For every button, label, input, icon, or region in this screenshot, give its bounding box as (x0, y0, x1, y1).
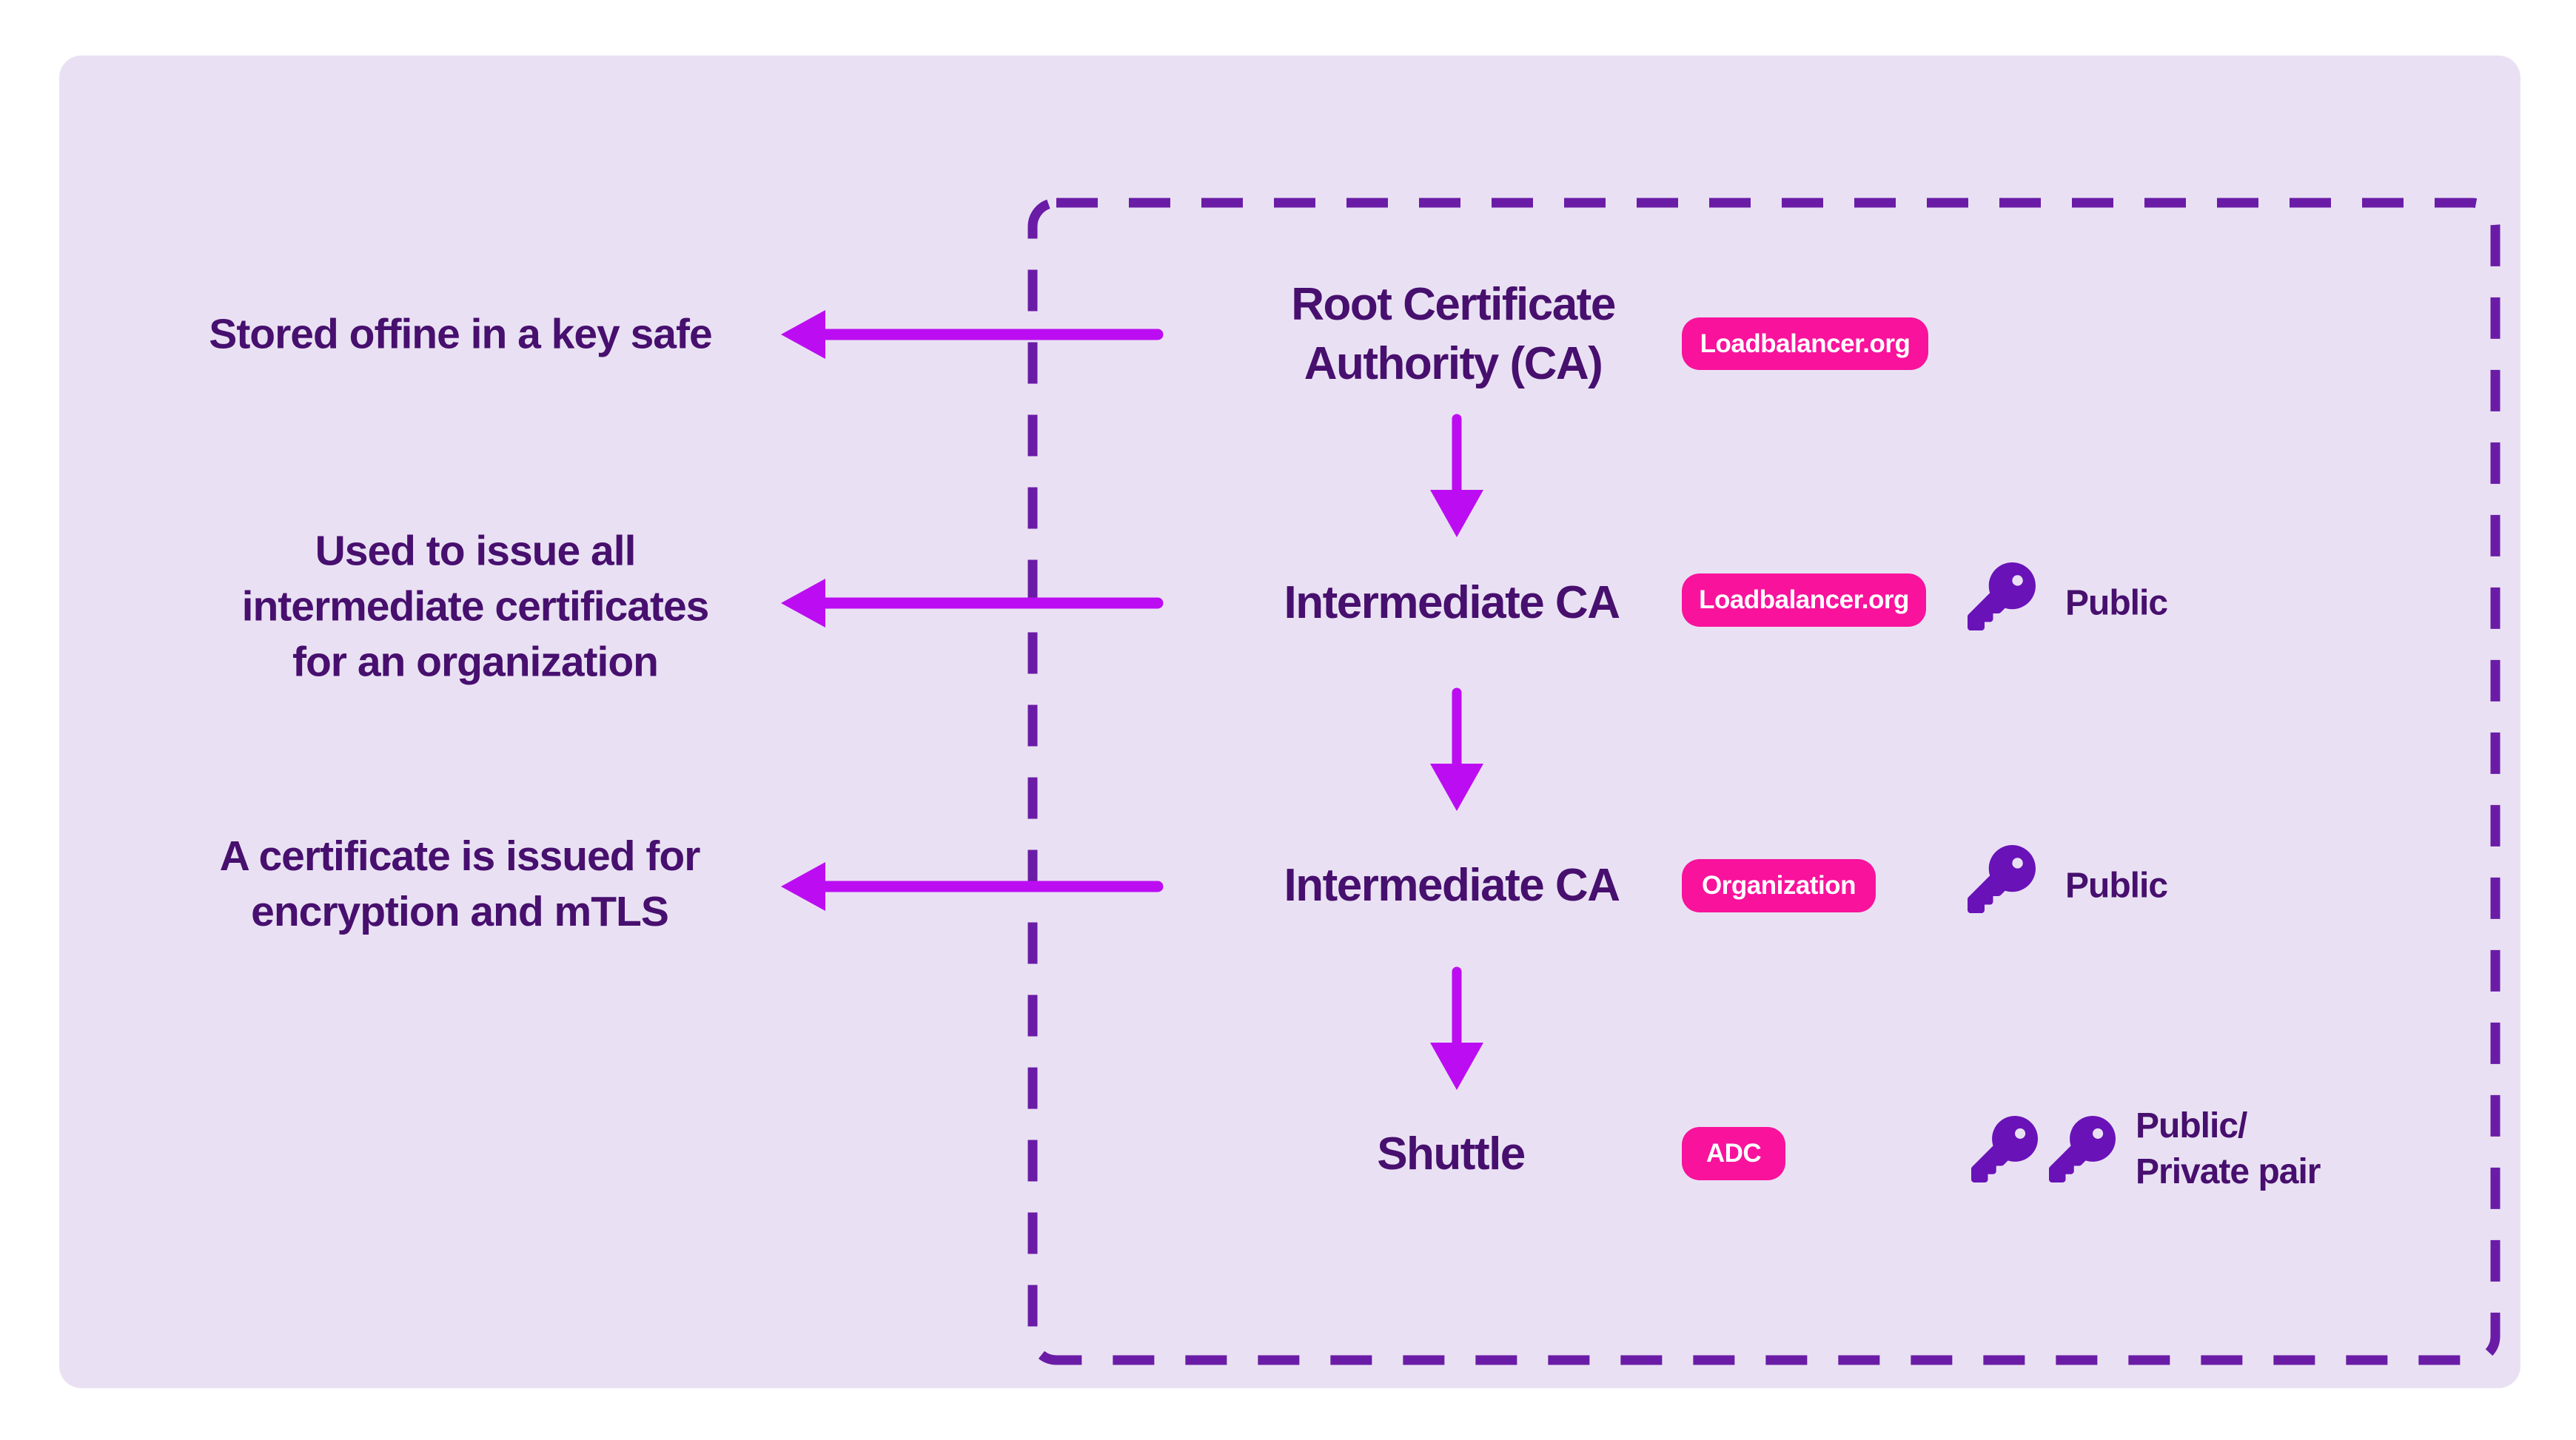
key-icon (2049, 1116, 2116, 1182)
key-icon (1968, 562, 2036, 630)
annotation-stored-offline: Stored offine in a key safe (209, 307, 712, 363)
node-label-line: Intermediate CA (1284, 860, 1620, 911)
down-arrow-icon (1430, 687, 1483, 811)
annotation-line: encryption and mTLS (251, 888, 669, 935)
node-intermediate-ca-1-label: Intermediate CA (1284, 573, 1620, 633)
node-label-line: Shuttle (1377, 1128, 1526, 1180)
annotation-issue-intermediates: Used to issue all intermediate certifica… (241, 524, 710, 690)
left-arrow-icon (781, 862, 1164, 911)
left-arrow-icon (781, 579, 1164, 628)
key-label-line: Private pair (2136, 1152, 2321, 1191)
key-icon (1971, 1116, 2038, 1182)
key-label-line: Public/ (2136, 1106, 2247, 1145)
diagram-panel: Stored offine in a key safe Used to issu… (59, 55, 2520, 1388)
adc-badge-shuttle: ADC (1682, 1127, 1785, 1180)
dashed-border-rect (1027, 198, 2500, 1365)
annotation-line: A certificate is issued for (219, 832, 701, 880)
public-key-label: Public (2065, 583, 2168, 623)
public-key-label: Public (2065, 866, 2168, 906)
node-label-line: Intermediate CA (1284, 577, 1620, 628)
key-icon (1968, 845, 2036, 913)
vendor-badge-root: Loadbalancer.org (1682, 317, 1928, 370)
node-intermediate-ca-2-label: Intermediate CA (1284, 856, 1620, 915)
annotation-cert-encryption-mtls: A certificate is issued for encryption a… (219, 829, 701, 940)
node-root-ca-label: Root Certificate Authority (CA) (1291, 275, 1616, 394)
node-label-line: Authority (CA) (1304, 338, 1603, 389)
public-private-pair-label: Public/ Private pair (2136, 1103, 2321, 1195)
down-arrow-icon (1430, 414, 1483, 537)
node-label-line: Root Certificate (1291, 279, 1616, 330)
annotation-line: for an organization (292, 638, 659, 686)
down-arrow-icon (1430, 966, 1483, 1090)
annotation-line: Used to issue all (315, 527, 637, 575)
left-arrow-icon (781, 310, 1164, 359)
node-shuttle-label: Shuttle (1377, 1125, 1526, 1184)
org-badge-intermediate-2: Organization (1682, 859, 1876, 912)
annotation-line: Stored offine in a key safe (209, 310, 712, 358)
annotation-line: intermediate certificates (241, 582, 710, 630)
vendor-badge-intermediate-1: Loadbalancer.org (1682, 573, 1926, 627)
ca-hierarchy-dashed-border (1027, 198, 2500, 1365)
